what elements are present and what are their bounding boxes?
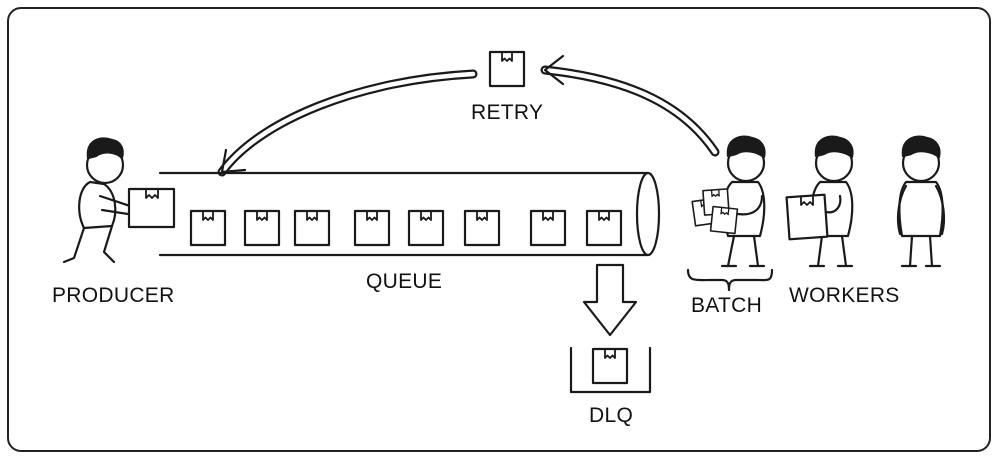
queue-message-box [585, 209, 623, 247]
queue-message-box [189, 209, 227, 247]
worker-idle-figure [896, 135, 946, 268]
queue-message-box [293, 209, 331, 247]
retry-message-box [488, 50, 526, 88]
worker-batch-figure [691, 135, 766, 268]
queue-message-box [463, 209, 501, 247]
workers-label: WORKERS [789, 284, 900, 307]
queue-messages [189, 209, 623, 247]
producer-figure [62, 137, 176, 264]
queue-message-box [243, 209, 281, 247]
diagram-frame [7, 7, 991, 452]
retry-arrow [217, 50, 720, 177]
queue-message-box [407, 209, 445, 247]
queue-label: QUEUE [366, 270, 443, 293]
dlq-arrow [582, 263, 638, 337]
batch-brace [686, 268, 774, 292]
worker-figure [785, 135, 854, 268]
dlq-message-box [591, 347, 629, 385]
queue-tube [158, 171, 661, 257]
dlq-label: DLQ [589, 404, 634, 427]
retry-label: RETRY [471, 101, 544, 124]
batch-message-box [709, 205, 739, 235]
queue-message-box [529, 209, 567, 247]
producer-label: PRODUCER [52, 284, 175, 307]
batch-label: BATCH [691, 294, 763, 317]
dlq-bin [569, 346, 652, 394]
queue-message-box [353, 209, 391, 247]
